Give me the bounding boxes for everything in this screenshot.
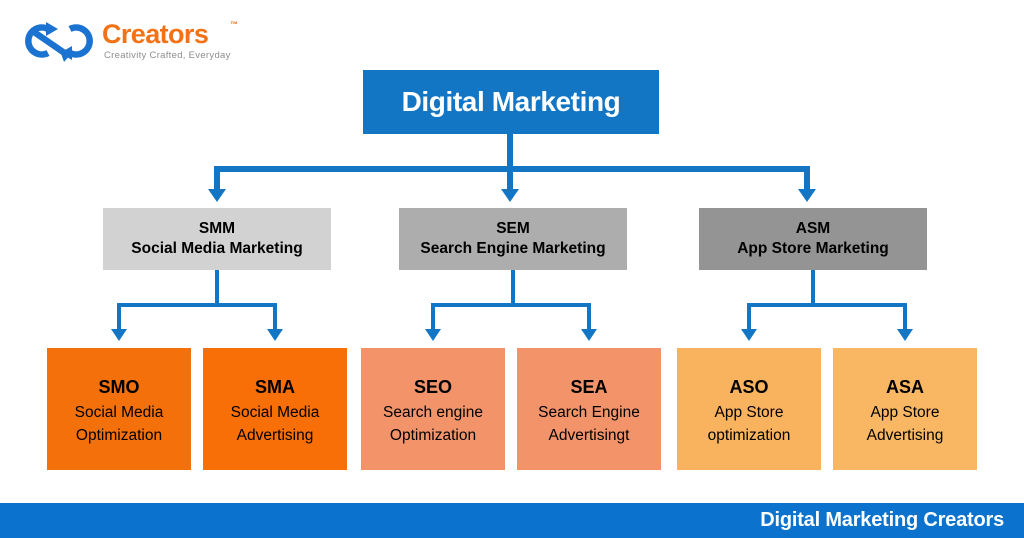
node-asa-line1: App Store: [870, 403, 940, 421]
arrow-head-sma: [267, 329, 283, 341]
connector-sem-stem: [511, 270, 515, 305]
node-smm[interactable]: SMM Social Media Marketing: [103, 208, 331, 270]
node-smo-line2: Optimization: [75, 426, 163, 444]
arrow-head-sea: [581, 329, 597, 341]
connector-sem-bus: [431, 303, 591, 307]
connector-smm-stem: [215, 270, 219, 305]
node-asm[interactable]: ASM App Store Marketing: [699, 208, 927, 270]
node-sma-acronym: SMA: [255, 376, 295, 397]
connector-drop-asa: [903, 303, 907, 331]
node-seo[interactable]: SEO Search engine Optimization: [361, 348, 505, 470]
logo-wordmark: Creators: [102, 19, 209, 49]
arrow-head-sem: [501, 189, 519, 202]
node-seo-line1: Search engine: [383, 403, 483, 421]
connector-drop-aso: [747, 303, 751, 331]
connector-asm-stem: [811, 270, 815, 305]
node-smo-acronym: SMO: [98, 376, 140, 397]
connector-drop-sem: [507, 166, 513, 191]
trademark-symbol: ™: [230, 20, 238, 29]
arrow-head-aso: [741, 329, 757, 341]
connector-drop-sea: [587, 303, 591, 331]
connector-smm-bus: [117, 303, 277, 307]
node-asa-line2: Advertising: [866, 426, 944, 444]
connector-asm-bus: [747, 303, 907, 307]
node-sma-line1: Social Media: [230, 403, 320, 421]
node-aso-line1: App Store: [714, 403, 784, 421]
node-aso[interactable]: ASO App Store optimization: [677, 348, 821, 470]
node-smm-description: Social Media Marketing: [131, 240, 303, 257]
connector-drop-smo: [117, 303, 121, 331]
arrow-head-asm: [798, 189, 816, 202]
connector-drop-seo: [431, 303, 435, 331]
node-sem-description: Search Engine Marketing: [420, 240, 606, 257]
node-sma-line2: Advertising: [236, 426, 314, 444]
infinity-recycle-arrows-icon: [18, 20, 100, 62]
node-smm-acronym: SMM: [198, 220, 236, 237]
node-asa[interactable]: ASA App Store Advertising: [833, 348, 977, 470]
logo-tagline: Creativity Crafted, Everyday: [104, 50, 231, 61]
node-sem[interactable]: SEM Search Engine Marketing: [399, 208, 627, 270]
arrow-head-smm: [208, 189, 226, 202]
node-asm-acronym: ASM: [795, 220, 831, 237]
root-node-title: Digital Marketing: [401, 86, 621, 117]
node-sem-acronym: SEM: [496, 220, 530, 237]
node-seo-line2: Optimization: [389, 426, 477, 444]
node-asa-acronym: ASA: [885, 376, 924, 397]
node-smo[interactable]: SMO Social Media Optimization: [47, 348, 191, 470]
connector-root-stem: [507, 134, 513, 168]
node-aso-line2: optimization: [707, 426, 791, 444]
node-aso-acronym: ASO: [729, 376, 769, 397]
node-sma[interactable]: SMA Social Media Advertising: [203, 348, 347, 470]
arrow-head-seo: [425, 329, 441, 341]
node-sea-line1: Search Engine: [538, 403, 640, 421]
node-asm-description: App Store Marketing: [737, 240, 889, 257]
connector-drop-asm: [804, 166, 810, 191]
arrow-head-smo: [111, 329, 127, 341]
node-seo-acronym: SEO: [413, 376, 452, 397]
footer-bar: Digital Marketing Creators: [0, 503, 1024, 538]
node-smo-line1: Social Media: [74, 403, 164, 421]
connector-drop-sma: [273, 303, 277, 331]
brand-logo: Creators ™ Creativity Crafted, Everyday: [18, 18, 258, 66]
footer-title: Digital Marketing Creators: [760, 509, 1004, 531]
node-digital-marketing[interactable]: Digital Marketing: [363, 70, 659, 134]
node-sea-line2: Advertisingt: [548, 426, 630, 444]
arrow-head-asa: [897, 329, 913, 341]
node-sea-acronym: SEA: [570, 376, 608, 397]
node-sea[interactable]: SEA Search Engine Advertisingt: [517, 348, 661, 470]
connector-drop-smm: [214, 166, 220, 191]
